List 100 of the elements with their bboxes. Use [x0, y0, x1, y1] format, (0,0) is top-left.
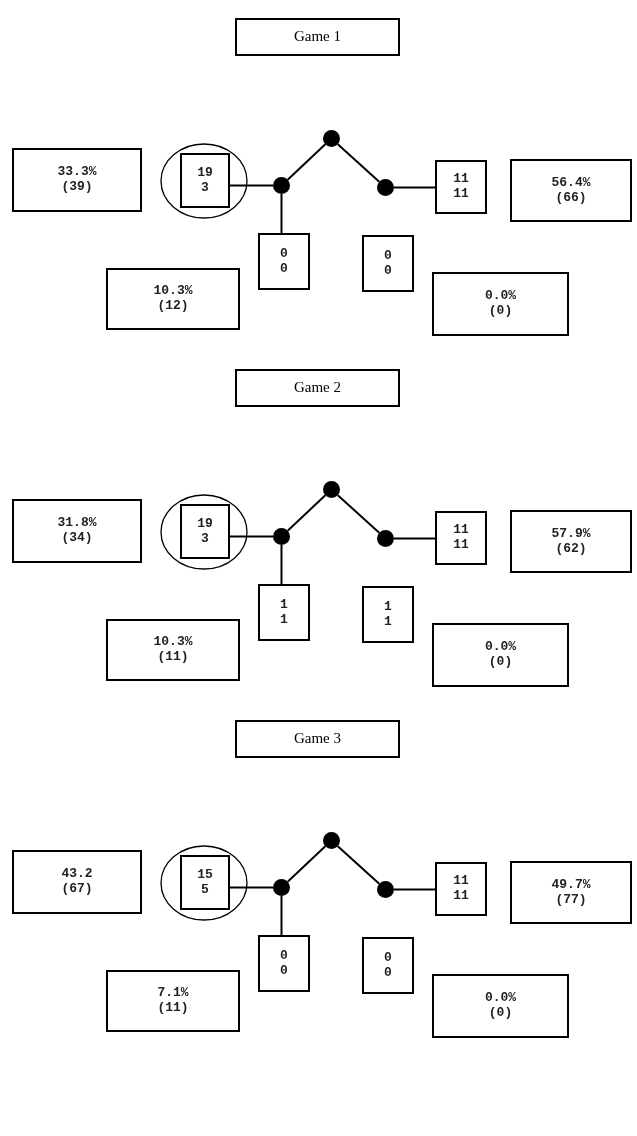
- connector-line: [280, 193, 283, 234]
- percentage-value: (11): [157, 650, 189, 665]
- count-value: 0: [384, 248, 392, 264]
- connector-line: [336, 494, 381, 534]
- percentage-value: 7.1%: [157, 986, 189, 1001]
- count-value: 11: [453, 523, 469, 538]
- count-box: [180, 855, 230, 910]
- percentage-value: (39): [61, 180, 93, 195]
- count-value: 1: [384, 599, 392, 615]
- percentage-value: 0.0%: [484, 991, 517, 1006]
- percentage-value: 56.4%: [551, 175, 591, 191]
- percentage-box: [510, 861, 632, 924]
- connector-line: [393, 186, 436, 189]
- game-title: Game 3: [293, 730, 342, 748]
- percentage-value: (34): [61, 531, 93, 546]
- percentage-value: (0): [488, 1006, 513, 1021]
- count-value: 5: [201, 882, 209, 898]
- circle-outline: [160, 845, 248, 921]
- count-value: 15: [197, 867, 213, 883]
- connector-line: [393, 537, 436, 540]
- junction-dot: [377, 179, 394, 196]
- count-box: [362, 937, 414, 994]
- junction-dot: [323, 481, 340, 498]
- percentage-value: (0): [488, 304, 513, 319]
- percentage-value: 0.0%: [484, 640, 517, 655]
- count-value: 1: [280, 612, 288, 628]
- connector-line: [393, 888, 436, 891]
- junction-dot: [377, 881, 394, 898]
- count-value: 0: [280, 963, 288, 979]
- connector-line: [280, 544, 283, 585]
- count-value: 0: [384, 950, 392, 966]
- count-value: 3: [201, 180, 209, 196]
- count-value: 0: [280, 261, 288, 277]
- title-box: [235, 720, 400, 758]
- percentage-value: (67): [61, 882, 93, 897]
- count-box: [180, 504, 230, 559]
- percentage-value: (12): [157, 299, 189, 314]
- game-title: Game 2: [293, 379, 342, 397]
- percentage-box: [106, 619, 240, 681]
- percentage-value: (11): [157, 1001, 189, 1016]
- percentage-value: (77): [555, 892, 587, 908]
- percentage-value: 10.3%: [153, 635, 193, 650]
- game-title: Game 1: [293, 28, 342, 46]
- count-box: [258, 233, 310, 290]
- count-box: [362, 586, 414, 643]
- percentage-value: 57.9%: [551, 526, 591, 542]
- count-box: [435, 511, 487, 565]
- count-value: 0: [280, 246, 288, 262]
- circle-outline: [160, 143, 248, 219]
- circle-outline: [160, 494, 248, 570]
- junction-dot: [323, 832, 340, 849]
- percentage-value: 31.8%: [57, 516, 97, 531]
- count-value: 3: [201, 531, 209, 547]
- connector-line: [229, 886, 274, 889]
- connector-line: [280, 895, 283, 936]
- count-value: 1: [280, 597, 288, 613]
- count-value: 11: [453, 538, 469, 553]
- percentage-box: [12, 148, 142, 212]
- connector-line: [286, 845, 327, 883]
- count-box: [362, 235, 414, 292]
- connector-line: [286, 494, 327, 532]
- percentage-box: [510, 510, 632, 573]
- percentage-value: (62): [555, 541, 587, 557]
- junction-dot: [273, 177, 290, 194]
- percentage-box: [432, 272, 569, 336]
- count-box: [435, 160, 487, 214]
- count-value: 19: [197, 165, 213, 181]
- percentage-box: [432, 974, 569, 1038]
- connector-line: [336, 845, 381, 885]
- count-value: 11: [453, 187, 469, 202]
- count-value: 0: [384, 263, 392, 279]
- percentage-value: 10.3%: [153, 284, 193, 299]
- percentage-box: [106, 268, 240, 330]
- junction-dot: [273, 879, 290, 896]
- percentage-value: 33.3%: [57, 165, 97, 180]
- count-value: 0: [280, 948, 288, 964]
- title-box: [235, 18, 400, 56]
- percentage-value: (0): [488, 655, 513, 670]
- count-value: 11: [453, 172, 469, 187]
- count-value: 1: [384, 614, 392, 630]
- percentage-box: [510, 159, 632, 222]
- count-box: [435, 862, 487, 916]
- count-box: [258, 935, 310, 992]
- percentage-value: 43.2: [61, 867, 93, 882]
- junction-dot: [323, 130, 340, 147]
- junction-dot: [377, 530, 394, 547]
- percentage-box: [106, 970, 240, 1032]
- percentage-box: [12, 850, 142, 914]
- percentage-box: [12, 499, 142, 563]
- count-value: 11: [453, 889, 469, 904]
- percentage-box: [432, 623, 569, 687]
- count-value: 19: [197, 516, 213, 532]
- count-box: [258, 584, 310, 641]
- percentage-value: 49.7%: [551, 877, 591, 893]
- connector-line: [286, 143, 327, 181]
- connector-line: [229, 535, 274, 538]
- connector-line: [229, 184, 274, 187]
- junction-dot: [273, 528, 290, 545]
- count-box: [180, 153, 230, 208]
- title-box: [235, 369, 400, 407]
